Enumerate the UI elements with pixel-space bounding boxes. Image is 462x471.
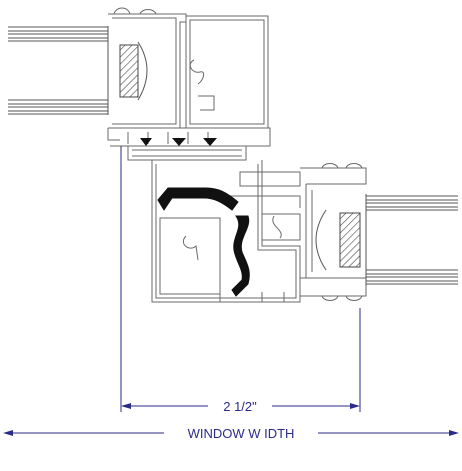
right-glazing-unit [365,194,458,286]
right-spacer-hatched [339,212,361,268]
window-width-dimension-label: WINDOW W IDTH [188,426,295,441]
dimension-2-1-2 [120,146,361,412]
lower-thermal-gasket [231,215,250,297]
mullion-width-dimension-label: 2 1/2" [223,399,257,414]
left-glazing-unit [8,26,109,115]
right-spacer-arc [315,209,327,271]
drain-markers [140,138,217,146]
dimension-window-width [3,430,459,436]
mullion-profile [127,146,301,303]
upper-thermal-gasket [157,187,239,211]
left-spacer-arc [137,41,148,101]
right-frame-profile [300,163,367,301]
left-spacer-hatched [119,44,139,98]
